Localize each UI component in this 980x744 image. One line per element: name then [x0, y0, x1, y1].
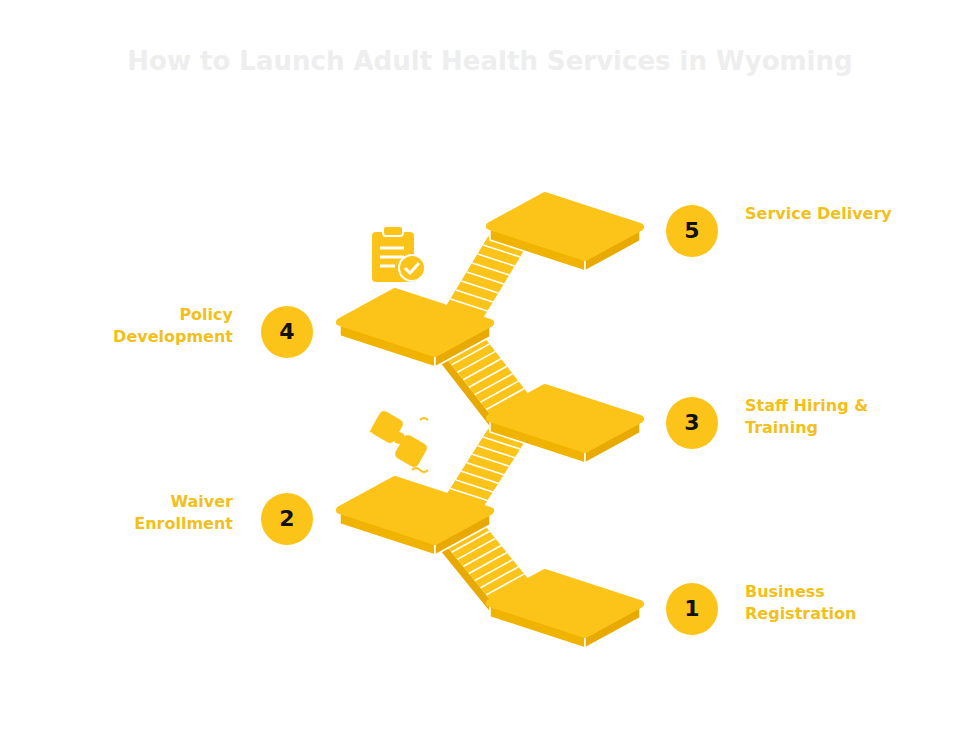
clipboard-icon: [372, 226, 425, 282]
step-number-circle: 2Waiver Enrollment: [261, 493, 313, 545]
step-heading: Waiver Enrollment: [113, 491, 233, 535]
puzzle-knob: [393, 432, 405, 444]
step-number: 4: [261, 306, 313, 358]
stair-step: [478, 254, 515, 266]
platforms-group: [340, 196, 640, 648]
stair-step: [472, 454, 509, 466]
stair-step: [463, 359, 501, 380]
stair-step: [456, 290, 493, 302]
step-heading: Business Registration: [745, 581, 875, 625]
platform-top: [490, 573, 640, 634]
diagram-title: How to Launch Adult Health Services in W…: [0, 46, 980, 76]
step-number: 1: [666, 583, 718, 635]
step-number-circle: 4Policy Development: [261, 306, 313, 358]
step-number: 2: [261, 493, 313, 545]
stair-step: [463, 545, 501, 566]
step-heading: Policy Development: [103, 304, 233, 348]
puzzle-sparkle: [370, 418, 428, 472]
platform-top: [490, 388, 640, 449]
check-badge: [399, 255, 425, 281]
stair-step: [457, 538, 495, 559]
platform-top: [340, 292, 490, 353]
platform-top: [490, 196, 640, 257]
check-mark: [405, 263, 419, 273]
stair-step: [467, 463, 504, 475]
clipboard-clip: [383, 226, 403, 236]
stair-step: [467, 272, 504, 284]
stair-step: [469, 553, 507, 574]
step-number: 3: [666, 397, 718, 449]
platform-top: [340, 480, 490, 541]
stair-step: [475, 560, 513, 581]
step-number: 5: [666, 205, 718, 257]
puzzle-piece: [369, 409, 405, 445]
step-number-circle: 1Business Registration: [666, 583, 718, 635]
step-number-circle: 3Staff Hiring & Training: [666, 397, 718, 449]
stair-step: [456, 480, 493, 492]
step-heading: Service Delivery: [745, 203, 925, 225]
clipboard-line: [380, 265, 395, 268]
stair-step: [475, 374, 513, 395]
stair-step: [478, 446, 515, 458]
step-number-circle: 5Service Delivery: [666, 205, 718, 257]
clipboard-line: [380, 256, 404, 259]
stair-step: [461, 281, 498, 293]
stair-step: [480, 567, 518, 588]
stair-step: [469, 366, 507, 387]
stair-step: [457, 351, 495, 372]
clipboard-line: [380, 247, 404, 250]
stair-step: [472, 263, 509, 275]
puzzle-icon: [369, 409, 429, 472]
stair-step: [480, 381, 518, 402]
stair-step: [461, 471, 498, 483]
step-heading: Staff Hiring & Training: [745, 395, 885, 439]
